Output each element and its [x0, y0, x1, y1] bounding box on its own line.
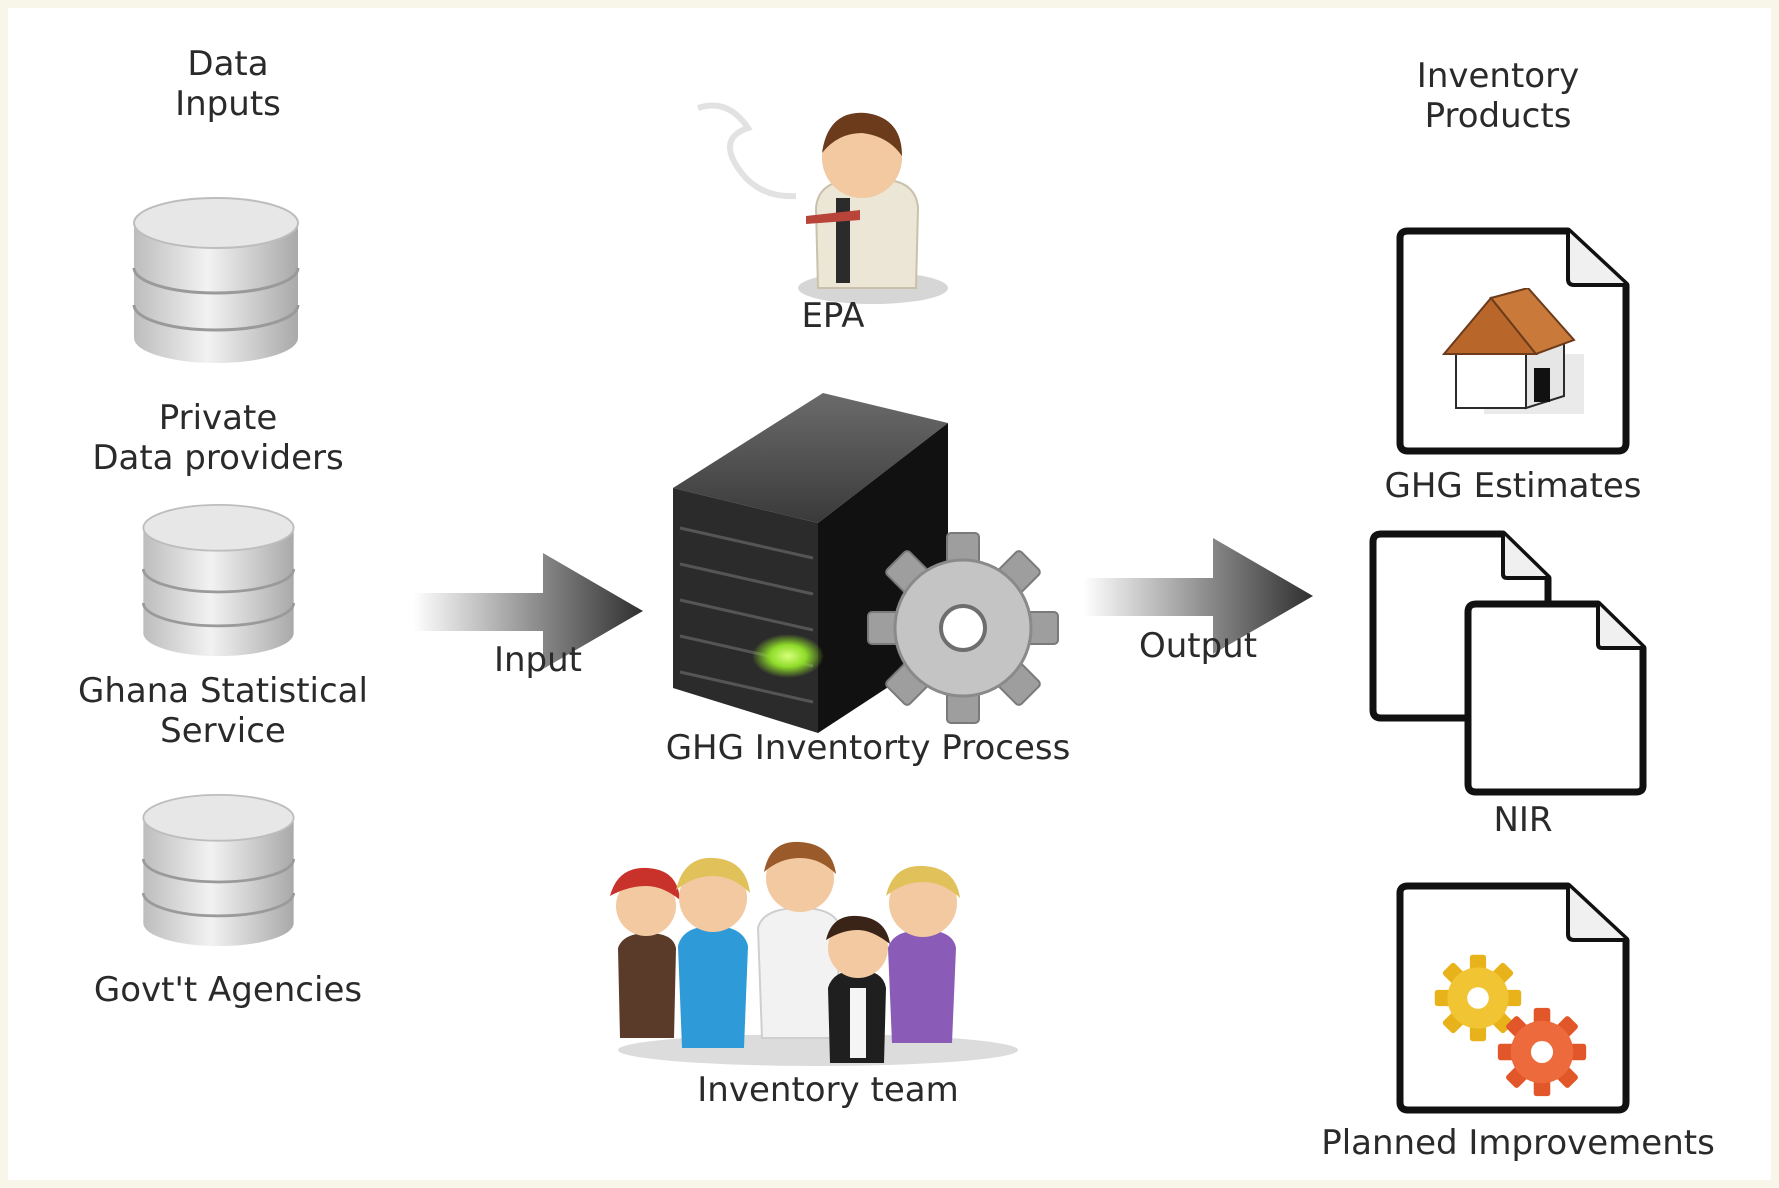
label-ghg-inventory-process: GHG Inventorty Process — [665, 728, 1071, 768]
label-input: Input — [493, 640, 583, 680]
label-epa: EPA — [801, 296, 865, 336]
gear-icon — [1496, 1006, 1588, 1098]
document-icon — [1458, 598, 1648, 798]
label-ghana-statistical-service: Ghana Statistical Service — [58, 671, 388, 751]
group-icon — [588, 838, 1028, 1068]
label-ghg-estimates: GHG Estimates — [1384, 466, 1642, 506]
person-icon — [688, 88, 978, 308]
label-planned-improvements: Planned Improvements — [1321, 1123, 1715, 1163]
arrow-right-icon — [1083, 538, 1318, 658]
heading-line-2: Inputs — [175, 84, 281, 124]
label-private-data-providers: Private Data providers — [68, 398, 368, 478]
label-nir: NIR — [1493, 800, 1553, 840]
heading-line-2: Products — [1424, 96, 1572, 136]
database-icon — [136, 788, 301, 953]
diagram-canvas: Data Inputs Inventory Products Private D… — [8, 8, 1771, 1180]
label-output: Output — [1138, 626, 1258, 666]
heading-line-1: Inventory — [1416, 56, 1580, 96]
label-govt-agencies: Govt't Agencies — [93, 970, 363, 1010]
label-line-2: Data providers — [92, 438, 344, 478]
label-line-1: Ghana Statistical — [78, 671, 368, 711]
heading-data-inputs: Data Inputs — [138, 44, 318, 124]
server-icon — [668, 388, 958, 738]
gear-icon — [863, 528, 1063, 728]
house-icon — [1436, 288, 1596, 418]
label-line-1: Private — [158, 398, 278, 438]
label-inventory-team: Inventory team — [697, 1070, 959, 1110]
label-line-2: Service — [160, 711, 286, 751]
database-icon — [136, 498, 301, 663]
database-icon — [126, 193, 306, 368]
heading-line-1: Data — [187, 44, 269, 84]
arrow-right-icon — [413, 553, 648, 673]
gear-icon — [1433, 953, 1523, 1043]
heading-inventory-products: Inventory Products — [1378, 56, 1618, 136]
